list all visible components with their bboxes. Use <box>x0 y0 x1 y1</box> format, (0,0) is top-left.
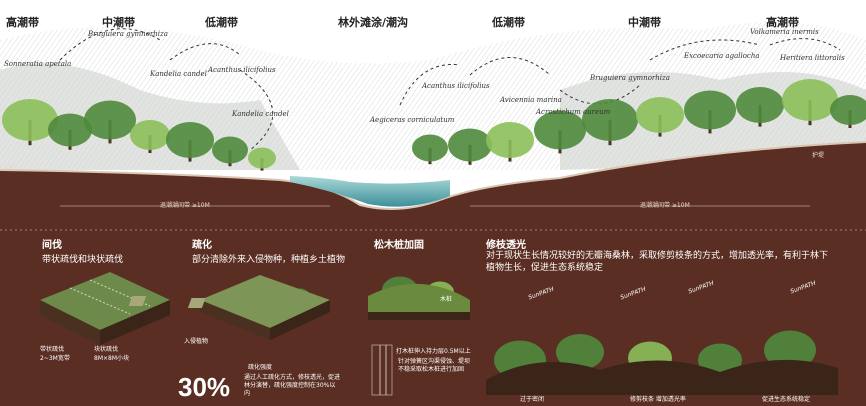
species-label: Excoecaria agallocha <box>684 52 760 60</box>
section-desc-thinning: 带状疏伐和块状疏伐 <box>42 255 124 265</box>
zone-label-mid-right: 中潮带 <box>628 16 661 29</box>
tree-canopy <box>556 334 604 370</box>
soil-profile <box>0 142 866 406</box>
tree-canopy <box>448 128 492 162</box>
clearing-note-method: 通过人工疏化方式，修枝透光，促进林分演替，疏化强度控制在30%以内 <box>244 374 341 397</box>
tree-canopy <box>486 122 534 158</box>
pruning-illustration <box>486 359 838 395</box>
thinning-note-size: 8M×8M小块 <box>94 355 130 362</box>
species-label: Kandelia candel <box>150 70 207 78</box>
zone-label-mid-left: 中潮带 <box>102 16 135 29</box>
tree-canopy <box>582 99 638 141</box>
thinning-note-block: 块状疏伐 <box>94 346 119 353</box>
section-title-clearing: 疏化 <box>192 240 212 251</box>
pile-note-depth: 打木桩伸入持力层0.5M以上 <box>396 348 471 355</box>
species-label: Avicennia marina <box>500 96 562 104</box>
zone-label-low-left: 低潮带 <box>205 16 238 29</box>
tree-canopy <box>830 95 866 125</box>
species-label: Bruguiera gymnorhiza <box>88 30 168 38</box>
tree-canopy <box>764 330 816 370</box>
species-label: Heritiera littoralis <box>780 54 845 62</box>
zone-label-high-left: 高潮带 <box>6 16 39 29</box>
species-label: Kandelia candel <box>232 110 289 118</box>
edge-label-left: 护堤 <box>4 164 17 171</box>
tree-canopy <box>782 79 838 121</box>
pile-note-purpose: 针对弹簧区沟渠侵蚀、堤坝不稳采取松木桩进行加固 <box>398 358 471 373</box>
species-label: Sonneratia apetala <box>4 60 72 68</box>
pile-note-stake: 木桩 <box>440 296 453 303</box>
tree-canopy <box>2 99 58 141</box>
tidal-water <box>290 176 450 207</box>
section-desc-clearing: 部分清除外来入侵物种，种植乡土植物 <box>192 255 346 265</box>
tree-canopy <box>412 134 448 162</box>
species-label: Acrostichum aureum <box>536 108 611 116</box>
section-title-pine-pile: 松木桩加固 <box>374 240 424 251</box>
zone-label-flat: 林外滩涂/潮沟 <box>338 16 409 29</box>
distance-label-left: 退潮潮间带 ≥10M <box>160 202 210 209</box>
thinning-note-strip: 带状疏伐 <box>40 346 65 353</box>
tree-canopy <box>130 120 170 150</box>
section-desc-pruning: 对于现状生长情况较好的无瓣海桑林，采取修剪枝条的方式，增加透光率，有利于林下植物… <box>486 251 829 273</box>
tree-canopy <box>84 100 136 140</box>
tree-canopy <box>212 136 248 164</box>
invasive-clearing-illustration <box>128 275 330 340</box>
clearing-note-invasive: 入侵植物 <box>184 338 209 345</box>
section-title-thinning: 间伐 <box>42 240 62 251</box>
thinning-note-width: 2~3M宽带 <box>40 355 70 362</box>
pruning-caption-trim: 修剪枝条 增加透光率 <box>630 396 686 403</box>
tree-canopy <box>736 87 784 123</box>
zone-label-low-right: 低潮带 <box>492 16 525 29</box>
soil-topline <box>0 141 866 210</box>
section-title-pruning: 修枝透光 <box>486 240 526 251</box>
tree-canopy <box>248 147 276 169</box>
zone-label-high-right: 高潮带 <box>766 16 799 29</box>
species-label: Acanthus ilicifolius <box>208 66 276 74</box>
clearing-note-intensity: 疏化强度 <box>248 364 273 371</box>
tree-canopy <box>698 343 742 377</box>
pine-pile-illustration <box>368 283 470 396</box>
clearing-percent: 30% <box>178 372 231 402</box>
tree-canopy <box>166 122 214 158</box>
thinning-illustration <box>40 272 170 345</box>
edge-label-right: 护堤 <box>812 152 825 159</box>
distance-label-right: 退潮潮间带 ≥10M <box>640 202 690 209</box>
species-label: Acanthus ilicifolius <box>422 82 490 90</box>
species-label: Aegiceras corniculatum <box>370 116 455 124</box>
tree-canopy <box>48 113 92 147</box>
tree-canopy <box>636 97 684 133</box>
species-label: Bruguiera gymnorhiza <box>590 74 670 82</box>
species-label: Volkameria inermis <box>750 28 819 36</box>
tree-canopy <box>684 90 736 130</box>
pruning-caption-stable: 促进生态系统稳定 <box>762 396 811 403</box>
tree-canopy <box>534 110 586 150</box>
pruning-caption-dense: 过于密闭 <box>520 396 545 403</box>
